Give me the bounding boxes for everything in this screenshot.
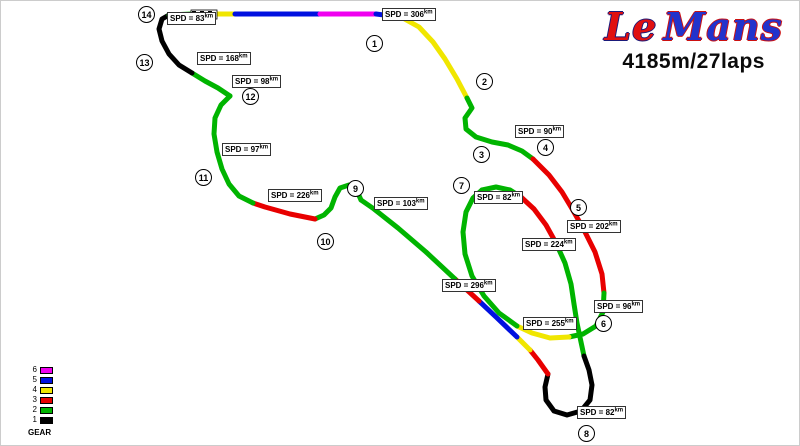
speed-label: SPD = 296km [442,279,496,292]
speed-unit: km [483,280,493,287]
speed-unit: km [614,407,624,414]
speed-unit: km [608,221,618,228]
speed-unit: km [269,76,279,83]
track-segment-gear3 [527,347,551,377]
track-segment-gear3 [518,194,559,246]
speed-label: SPD = 168km [197,52,251,65]
turn-marker-8: 8 [578,425,595,442]
gear-color-swatch [40,366,53,374]
track-length-laps: 4185m/27laps [622,50,765,73]
turn-marker-5: 5 [570,199,587,216]
speed-unit: km [423,9,433,16]
gear-legend-row-2: 2 [28,405,53,415]
speed-unit: km [415,198,425,205]
gear-legend-row-4: 4 [28,385,53,395]
speed-label: SPD = 224km [522,238,576,251]
speed-label: SPD = 306km [382,8,436,21]
logo-word-le: Le [604,4,658,49]
gear-color-swatch [40,376,53,384]
track-segment-gear4 [514,334,533,353]
turn-marker-2: 2 [476,73,493,90]
track-segment-gear2 [460,187,520,329]
gear-legend-title: GEAR [28,428,52,437]
gear-number: 2 [32,405,37,414]
track-segment-gear2 [211,93,256,206]
speed-label: SPD = 97km [222,143,272,156]
track-segment-gear2 [462,95,536,162]
gear-color-swatch [40,416,53,424]
speed-label: SPD = 90km [515,125,565,138]
logo-word-mans: Mans [663,4,783,49]
gear-number: 5 [32,375,37,384]
speed-label: SPD = 226km [268,189,322,202]
track-segment-gear2 [553,240,587,359]
gear-legend-row-3: 3 [28,395,53,405]
speed-label: SPD = 98km [232,75,282,88]
gear-legend-row-1: 1 [28,415,53,425]
speed-unit: km [511,192,521,199]
turn-marker-9: 9 [347,180,364,197]
turn-marker-11: 11 [195,169,212,186]
speed-label: SPD = 255km [523,317,577,330]
track-segment-gear1 [156,12,195,76]
speed-unit: km [204,13,214,20]
speed-label: SPD = 103km [374,197,428,210]
gear-number: 4 [32,385,37,394]
turn-marker-13: 13 [136,54,153,71]
gear-legend-row-6: 6 [28,365,53,375]
turn-marker-7: 7 [453,177,470,194]
track-segment-gear2 [358,197,458,282]
speed-unit: km [259,144,269,151]
turn-marker-6: 6 [595,315,612,332]
gear-number: 3 [32,395,37,404]
speed-label: SPD = 202km [567,220,621,233]
speed-label: SPD = 83km [167,12,217,25]
speed-label: SPD = 82km [577,406,627,419]
track-segment-gear1 [542,353,595,418]
turn-marker-4: 4 [537,139,554,156]
turn-marker-1: 1 [366,35,383,52]
track-segment-gear4 [398,14,470,101]
turn-marker-12: 12 [242,88,259,105]
track-segment-gear3 [250,200,318,222]
gear-number: 1 [32,415,37,424]
gear-color-swatch [40,406,53,414]
gear-color-swatch [40,386,53,394]
track-segment-gear2 [189,70,233,99]
turn-marker-10: 10 [317,233,334,250]
speed-unit: km [309,190,319,197]
speed-unit: km [631,301,641,308]
track-segment-gear3 [530,156,607,296]
gear-color-swatch [40,396,53,404]
turn-marker-3: 3 [473,146,490,163]
speed-unit: km [563,239,573,246]
gear-number: 6 [32,365,37,374]
track-segment-gear5 [476,298,520,340]
speed-label: SPD = 82km [474,191,524,204]
speed-unit: km [564,318,574,325]
speed-unit: km [552,126,562,133]
turn-marker-14: 14 [138,6,155,23]
speed-unit: km [238,53,248,60]
speed-label: SPD = 96km [594,300,644,313]
gear-legend-row-5: 5 [28,375,53,385]
